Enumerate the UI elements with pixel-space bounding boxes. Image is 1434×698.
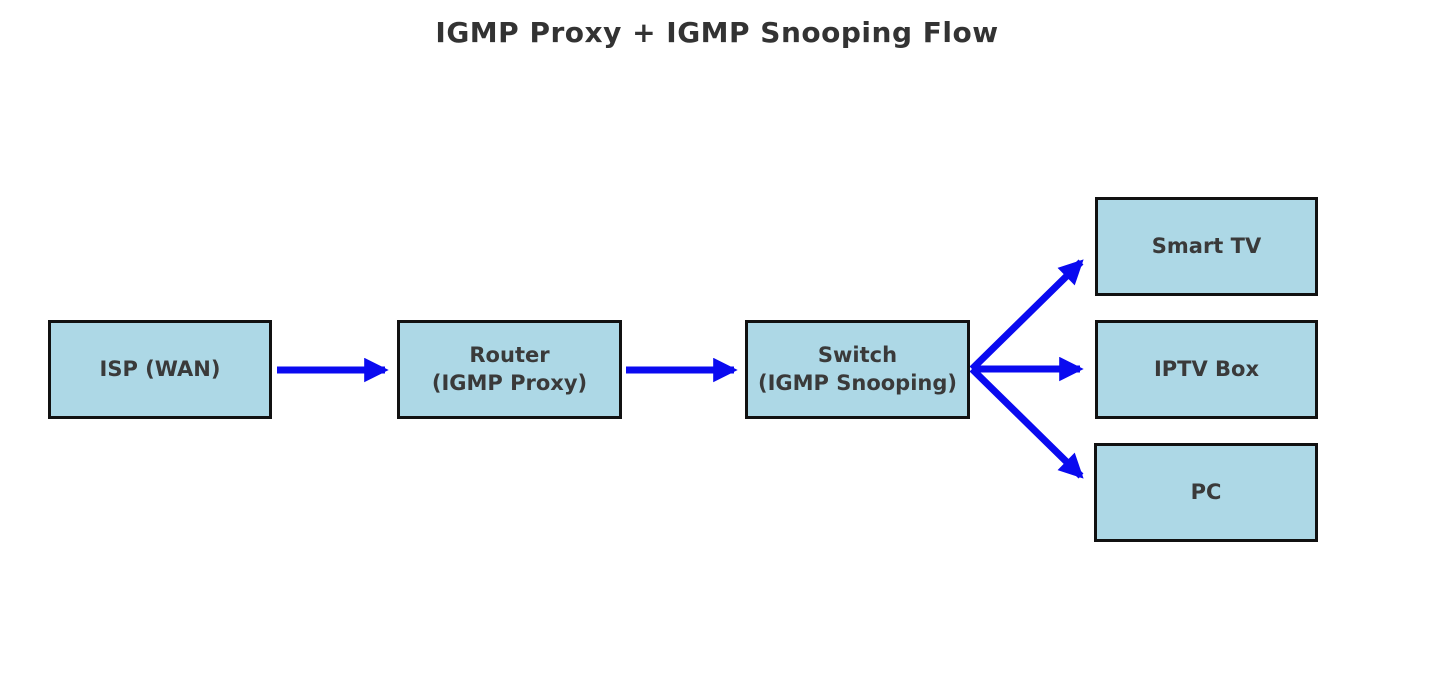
node-isp-wan-label: ISP (WAN)	[99, 356, 221, 381]
node-iptv-box: IPTV Box	[1095, 320, 1318, 419]
node-pc-label: PC	[1190, 479, 1222, 504]
node-iptv-box-label: IPTV Box	[1153, 356, 1260, 381]
diagram-title: IGMP Proxy + IGMP Snooping Flow	[435, 16, 999, 49]
edge-arrow-switch-to-pc	[969, 366, 1084, 479]
node-router-igmp-proxy-label: Router (IGMP Proxy)	[431, 343, 588, 395]
node-isp-wan: ISP (WAN)	[48, 320, 272, 419]
node-smart-tv: Smart TV	[1095, 197, 1318, 296]
node-pc: PC	[1094, 443, 1318, 542]
node-switch-igmp-snooping: Switch (IGMP Snooping)	[745, 320, 970, 419]
node-router-igmp-proxy: Router (IGMP Proxy)	[397, 320, 622, 419]
node-switch-igmp-snooping-label: Switch (IGMP Snooping)	[758, 343, 957, 395]
node-smart-tv-label: Smart TV	[1151, 233, 1262, 258]
edge-arrow-switch-to-smart-tv	[969, 259, 1084, 372]
